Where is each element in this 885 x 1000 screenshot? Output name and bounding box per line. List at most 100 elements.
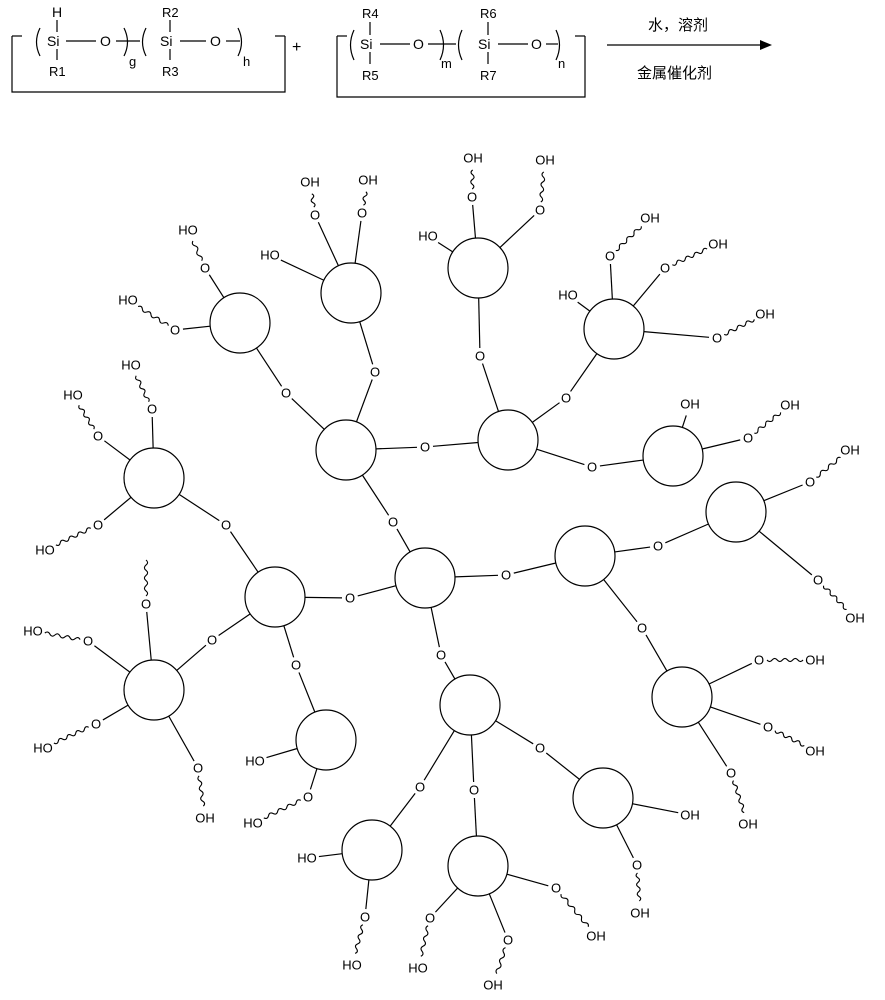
wavy-chain-bond (495, 947, 506, 974)
terminal-oxygen-label: O (360, 910, 370, 925)
hydroxyl-label: OH (738, 817, 758, 832)
terminal-oxygen-label: O (551, 881, 561, 896)
bridging-oxygen-label: O (415, 780, 425, 795)
si-o-bond (632, 273, 661, 307)
wavy-chain-bond (191, 240, 203, 261)
bridging-oxygen-label: O (637, 621, 647, 636)
wavy-chain-bond (135, 375, 150, 403)
reactant-2-r4-label: R4 (362, 6, 379, 21)
wavy-chain-bond (78, 404, 95, 430)
siloxane-bond (454, 574, 499, 578)
hydroxyl-label: HO (178, 223, 198, 238)
bridging-oxygen-label: O (221, 518, 231, 533)
terminal-oxygen-label: O (147, 402, 157, 417)
wavy-chain-bond (560, 894, 589, 927)
siloxane-bond (645, 634, 668, 672)
si-oh-bond (437, 241, 454, 253)
wavy-chain-bond (53, 726, 89, 745)
si-o-bond (708, 662, 753, 685)
siloxane-bond (361, 474, 390, 516)
terminal-oxygen-label: O (763, 720, 773, 735)
reactant-2-oxygen-label-2: O (531, 36, 542, 52)
hydroxyl-label: HO (243, 816, 263, 831)
siloxane-bond (375, 446, 418, 450)
bridging-oxygen-label: O (436, 648, 446, 663)
terminal-oxygen-label: O (467, 190, 477, 205)
wavy-chain-bond (44, 631, 81, 641)
siloxane-bond (291, 398, 325, 430)
hydroxyl-label: OH (680, 808, 700, 823)
hydroxyl-label: OH (640, 211, 660, 226)
si-o-bond (182, 325, 211, 330)
si-o-bond (763, 484, 803, 502)
siloxane-bond (357, 585, 397, 597)
siloxane-bond (603, 579, 638, 623)
siloxane-bond (389, 792, 416, 827)
reactant-1-subscript-h: h (243, 54, 250, 69)
bridging-oxygen-label: O (469, 783, 479, 798)
si-o-bond (472, 204, 477, 239)
si-oh-bond (577, 301, 591, 312)
terminal-oxygen-label: O (170, 323, 180, 338)
siloxane-bond (176, 644, 207, 671)
silicon-center-circle (447, 835, 509, 897)
wavy-chain-bond (732, 780, 745, 814)
si-o-bond (168, 715, 195, 762)
wavy-chain-bond (420, 925, 429, 957)
siloxane-bond (470, 734, 475, 783)
reactant-1-silicon-label-1: Si (47, 33, 59, 49)
reactant-1-r2-label: R2 (162, 5, 179, 20)
hydroxyl-label: OH (845, 611, 865, 626)
hydroxyl-label: OH (805, 744, 825, 759)
siloxane-bond (665, 523, 709, 544)
silicon-center-circle (477, 409, 539, 471)
hydroxyl-label: OH (630, 906, 650, 921)
wavy-chain-bond (310, 193, 316, 208)
silicon-center-circle (642, 425, 704, 487)
hydroxyl-label: OH (780, 398, 800, 413)
silicon-center-circle (315, 419, 377, 481)
siloxane-bond (432, 441, 479, 447)
si-o-bond (104, 440, 131, 461)
reaction-arrow (607, 40, 772, 50)
siloxane-bond (536, 448, 585, 466)
siloxane-bond (513, 562, 556, 574)
siloxane-bond (444, 661, 456, 680)
terminal-oxygen-label: O (754, 653, 764, 668)
terminal-oxygen-label: O (91, 717, 101, 732)
si-o-bond (609, 263, 613, 300)
siloxane-bond (545, 752, 580, 780)
reaction-condition-top: 水，溶剂 (648, 16, 708, 34)
reactant-1-r1-label: R1 (49, 64, 66, 79)
hydroxyl-label: HO (260, 248, 280, 263)
bridging-oxygen-label: O (420, 440, 430, 455)
wavy-chain-bond (766, 657, 804, 663)
bridging-oxygen-label: O (475, 349, 485, 364)
siloxane-bond (430, 607, 440, 648)
terminal-oxygen-label: O (93, 518, 103, 533)
siloxane-bond (359, 321, 374, 365)
terminal-oxygen-label: O (805, 475, 815, 490)
si-o-bond (710, 706, 761, 725)
si-o-bond (309, 768, 318, 790)
hydroxyl-label: HO (297, 851, 317, 866)
wavy-chain-bond (816, 456, 841, 478)
hydroxyl-label: OH (586, 929, 606, 944)
hydroxyl-label: OH (680, 397, 700, 412)
siloxane-bond (614, 546, 651, 553)
siloxane-bond (478, 297, 481, 349)
silicon-center-circle (705, 481, 767, 543)
terminal-oxygen-label: O (310, 208, 320, 223)
reactant-1-silicon-label-2: Si (160, 33, 172, 49)
bridging-oxygen-label: O (345, 591, 355, 606)
hydroxyl-label: OH (358, 173, 378, 188)
wavy-chain-bond (822, 585, 847, 611)
hydroxyl-label: HO (558, 288, 578, 303)
hydroxyl-label: OH (755, 307, 775, 322)
bridging-oxygen-label: O (291, 658, 301, 673)
reactant-1-hydrogen-label: H (52, 4, 62, 20)
terminal-oxygen-label: O (605, 249, 615, 264)
reactant-2-subscript-n: n (558, 56, 565, 71)
siloxane-bond (218, 613, 251, 636)
